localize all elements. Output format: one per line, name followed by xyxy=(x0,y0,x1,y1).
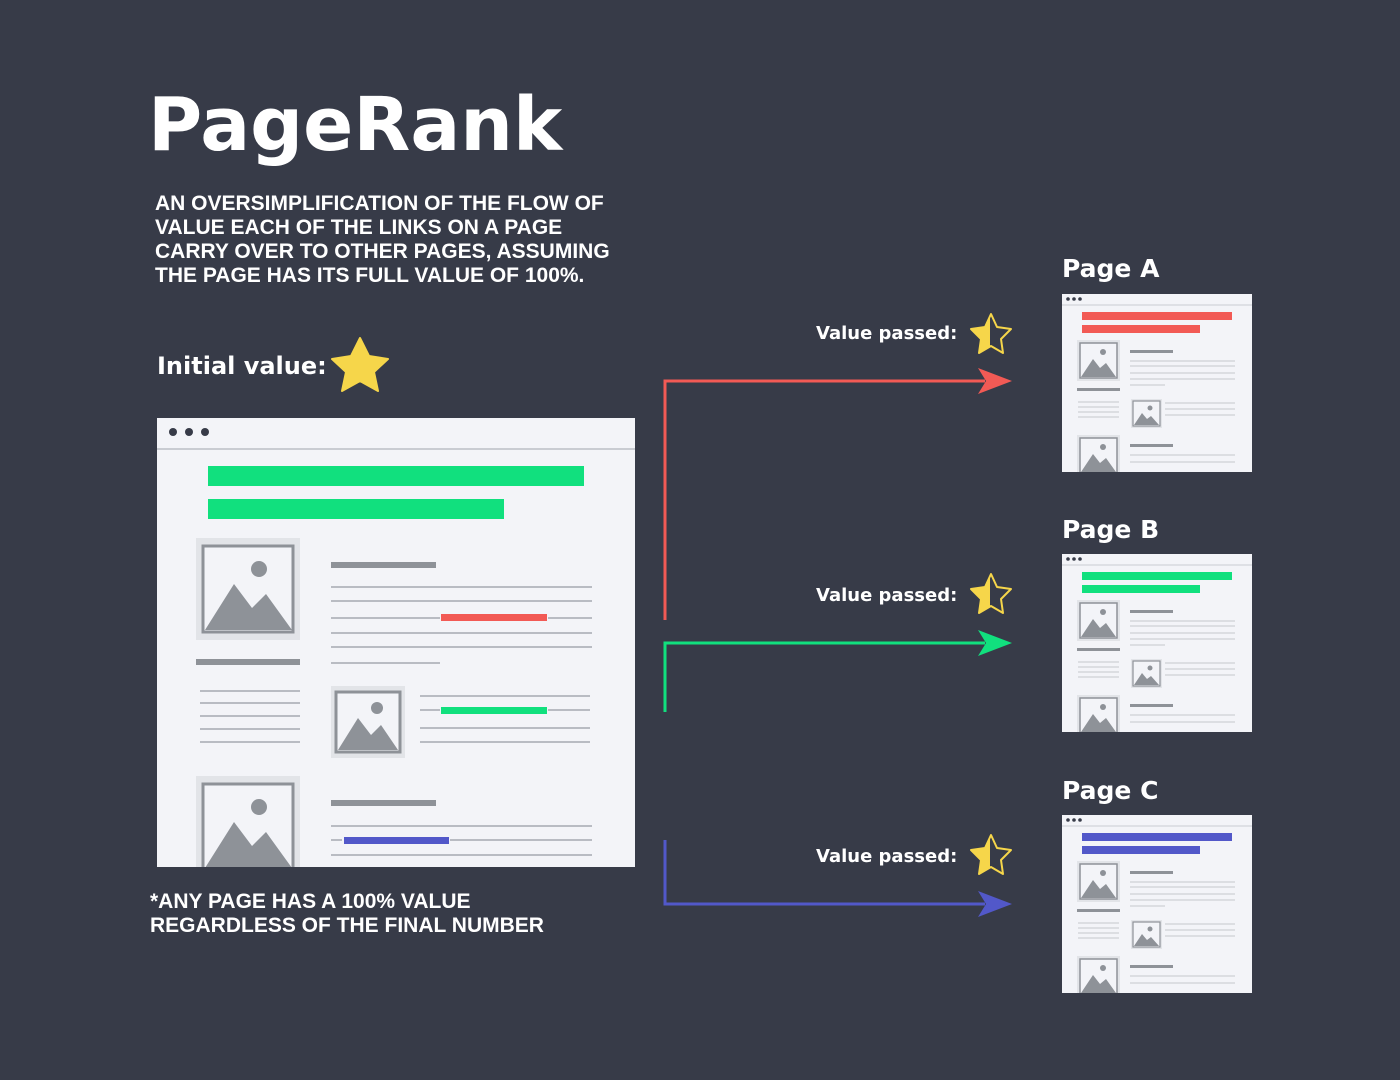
link-blue xyxy=(344,837,449,844)
initial-star-icon xyxy=(332,338,388,391)
value-passed-label-b: Value passed: xyxy=(816,585,957,606)
page-b-thumbnail xyxy=(1062,554,1252,736)
link-green xyxy=(441,707,547,714)
page-c-label: Page C xyxy=(1062,776,1158,805)
heading-bar-2 xyxy=(208,499,504,519)
arrow-red xyxy=(665,368,1012,620)
image-placeholder-icon xyxy=(196,776,300,878)
footnote-line-2: REGARDLESS OF THE FINAL NUMBER xyxy=(150,914,650,938)
footnote-line-1: *ANY PAGE HAS A 100% VALUE xyxy=(150,890,650,914)
page-a-label: Page A xyxy=(1062,254,1159,283)
value-passed-label-a: Value passed: xyxy=(816,323,957,344)
arrow-green xyxy=(665,630,1012,712)
page-a-thumbnail xyxy=(1062,294,1252,476)
image-placeholder-icon xyxy=(331,686,405,758)
page-c-thumbnail xyxy=(1062,815,1252,997)
source-page xyxy=(157,418,635,878)
description-text: AN OVERSIMPLIFICATION OF THE FLOW OF VAL… xyxy=(155,192,625,288)
page-title: PageRank xyxy=(148,82,562,168)
image-placeholder-icon xyxy=(196,538,300,640)
partial-star-icon-a xyxy=(971,314,1011,353)
link-red xyxy=(441,614,547,621)
initial-value-label: Initial value: xyxy=(157,352,327,380)
heading-bar-1 xyxy=(208,466,584,486)
partial-star-icon-b xyxy=(971,574,1011,613)
footnote: *ANY PAGE HAS A 100% VALUE REGARDLESS OF… xyxy=(150,890,650,938)
window-dots-icon xyxy=(169,428,209,436)
partial-star-icon-c xyxy=(971,835,1011,874)
value-passed-label-c: Value passed: xyxy=(816,846,957,867)
page-b-label: Page B xyxy=(1062,515,1159,544)
